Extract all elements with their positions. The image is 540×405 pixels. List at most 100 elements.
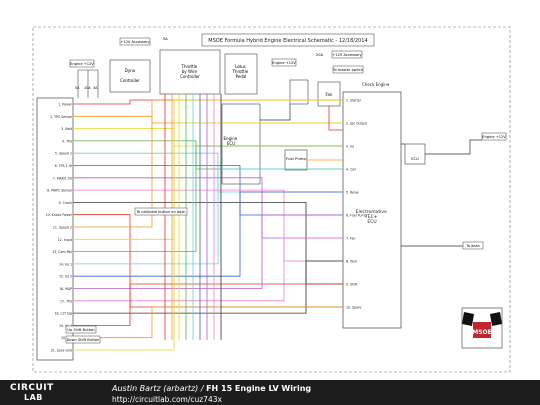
fuse-20a-label: 20A	[316, 53, 324, 57]
wire	[73, 191, 343, 277]
left-pin-label: 1. Power	[58, 103, 72, 107]
calibrate-label: To calibrate button on dash	[135, 210, 185, 214]
project-url[interactable]: http://circuitlab.com/cuz743x	[112, 395, 222, 404]
wire	[73, 168, 343, 265]
msoe-text: MSOE	[472, 329, 492, 336]
logo-lab: LAB	[24, 393, 43, 402]
left-pin-label: 4. TPS	[62, 139, 72, 143]
schematic-frame	[32, 26, 511, 373]
throttle-by-wire-box	[159, 49, 221, 95]
electromotive-label: Electromotive TEC+ ECU	[356, 209, 389, 225]
left-pin-label: 8. MAP2 Sensor	[47, 189, 73, 193]
left-pin-label: 9. Crank	[59, 201, 73, 205]
dyno-label: Dyno	[125, 68, 136, 73]
wire	[73, 115, 343, 124]
right-pin-label: 5. Relay	[346, 191, 359, 195]
wire	[73, 99, 343, 351]
right-pin-label: 8. Tach	[346, 260, 357, 264]
engine-ecu-label: Engine ECU	[224, 136, 239, 146]
wire	[73, 177, 343, 239]
left-pin-label: 15. Inj 2	[59, 275, 72, 279]
wire	[73, 306, 343, 339]
dyno-controller-box	[109, 59, 151, 93]
left-pin-label: 17. TPS	[60, 299, 72, 303]
acc-12v-tag	[119, 37, 151, 46]
calibrate-tag	[134, 207, 188, 216]
lotus-line-2: Throttle	[232, 69, 249, 74]
engine-ecu-box	[221, 103, 261, 185]
lotus-pedal-box	[224, 53, 258, 95]
circuitlab-logo[interactable]: CIRCUIT LAB	[10, 384, 76, 403]
left-pin-label: 18. CLT Sig	[54, 312, 72, 316]
acc-12v-top-tag	[331, 50, 363, 59]
dbw-line-1: Throttle	[181, 64, 198, 69]
left-pin-label: 5. Speed 1	[55, 152, 72, 156]
wire	[425, 139, 482, 155]
ecu-relay-label: ECU	[411, 157, 419, 161]
project-title: FH 15 Engine LV Wiring	[206, 384, 312, 393]
electromotive-ecu-block	[342, 91, 402, 329]
dash-label: To dash	[465, 244, 480, 248]
wire	[260, 104, 291, 121]
right-pin-label: 3. Inj	[346, 145, 354, 149]
wire	[73, 283, 343, 326]
check-engine-label: Check Engine	[362, 82, 390, 87]
left-pin-label: 3. Batt	[61, 127, 72, 131]
electromotive-line-1: Electromotive	[356, 209, 387, 215]
engine-12v-top-label: Engine +12V	[272, 61, 296, 65]
fuse-5a-label: 5A	[163, 37, 168, 41]
engine-12v-right-label: Engine +12V	[482, 135, 506, 139]
wire	[73, 145, 343, 253]
downshift-label: Down Shift Button	[67, 338, 100, 342]
schematic-title: MSOE Formula Hybrid Engine Electrical Sc…	[208, 38, 367, 44]
wire	[73, 189, 343, 262]
dbw-line-2: by Wire	[182, 69, 198, 74]
wire	[328, 106, 343, 131]
right-pin-label: 9. Shift	[346, 283, 358, 287]
fuse-5a-left: 5A	[75, 86, 80, 90]
left-pin-label: 6. TPS 1 HI	[55, 164, 72, 168]
right-pin-label: 1. Starter	[346, 99, 362, 103]
footer-bar	[0, 380, 540, 405]
acc-12v-top-label: +12V Accessory	[332, 53, 362, 57]
downshift-tag	[65, 335, 101, 344]
engine-12v-top-tag	[271, 58, 297, 67]
right-pin-label: 7. Fan	[346, 237, 356, 241]
wire	[73, 260, 343, 314]
left-pin-label: 7. MAP/1.5V	[53, 176, 73, 180]
fuse-10a-left: 10A	[84, 86, 91, 90]
engine-12v-left-label: Engine +12V	[70, 62, 94, 66]
left-pin-label: 13. Cam Pos	[52, 250, 72, 254]
right-pin-label: 10. Spare	[346, 306, 361, 310]
wire-harness	[73, 94, 482, 351]
relay-box-a	[289, 79, 309, 105]
fuse-3a-left: 3A	[93, 86, 98, 90]
left-pin-label: 10. Knock Power	[46, 213, 73, 217]
right-pin-label: 2. Ign Output	[346, 122, 368, 126]
fan-label: Fan	[326, 92, 333, 97]
lotus-label: Lotus Throttle Pedal	[232, 64, 250, 79]
left-pin-label: 11. Speed 2	[53, 226, 72, 230]
msoe-badge	[473, 322, 491, 338]
dbw-label: Throttle by Wire Controller	[180, 64, 200, 79]
wire	[73, 122, 343, 240]
msoe-checker-flag-left	[462, 312, 474, 326]
lotus-line-1: Lotus	[235, 64, 246, 69]
master-switch-tag	[332, 65, 364, 74]
wire	[73, 214, 343, 289]
engine-12v-right-tag	[481, 132, 507, 141]
controller-label: Controller	[120, 78, 140, 83]
author-name[interactable]: Austin Bartz (arbartz)	[112, 384, 199, 393]
left-pin-label: 16. MAP	[59, 287, 72, 291]
author-line: Austin Bartz (arbartz) / FH 15 Engine LV…	[112, 384, 312, 393]
acc-12v-label: +12V Accessory	[120, 40, 150, 44]
msoe-logo: MSOE	[461, 307, 503, 349]
left-pin-label: 14. Inj 1	[59, 262, 72, 266]
dbw-line-3: Controller	[180, 74, 200, 79]
wire	[73, 237, 343, 302]
electromotive-line-3: ECU	[367, 219, 376, 225]
left-pin-label: 19. Inj 3	[59, 324, 72, 328]
upshift-tag	[65, 325, 97, 334]
wire	[73, 128, 343, 147]
right-pin-label: 6. Fuel Pump	[346, 214, 367, 218]
